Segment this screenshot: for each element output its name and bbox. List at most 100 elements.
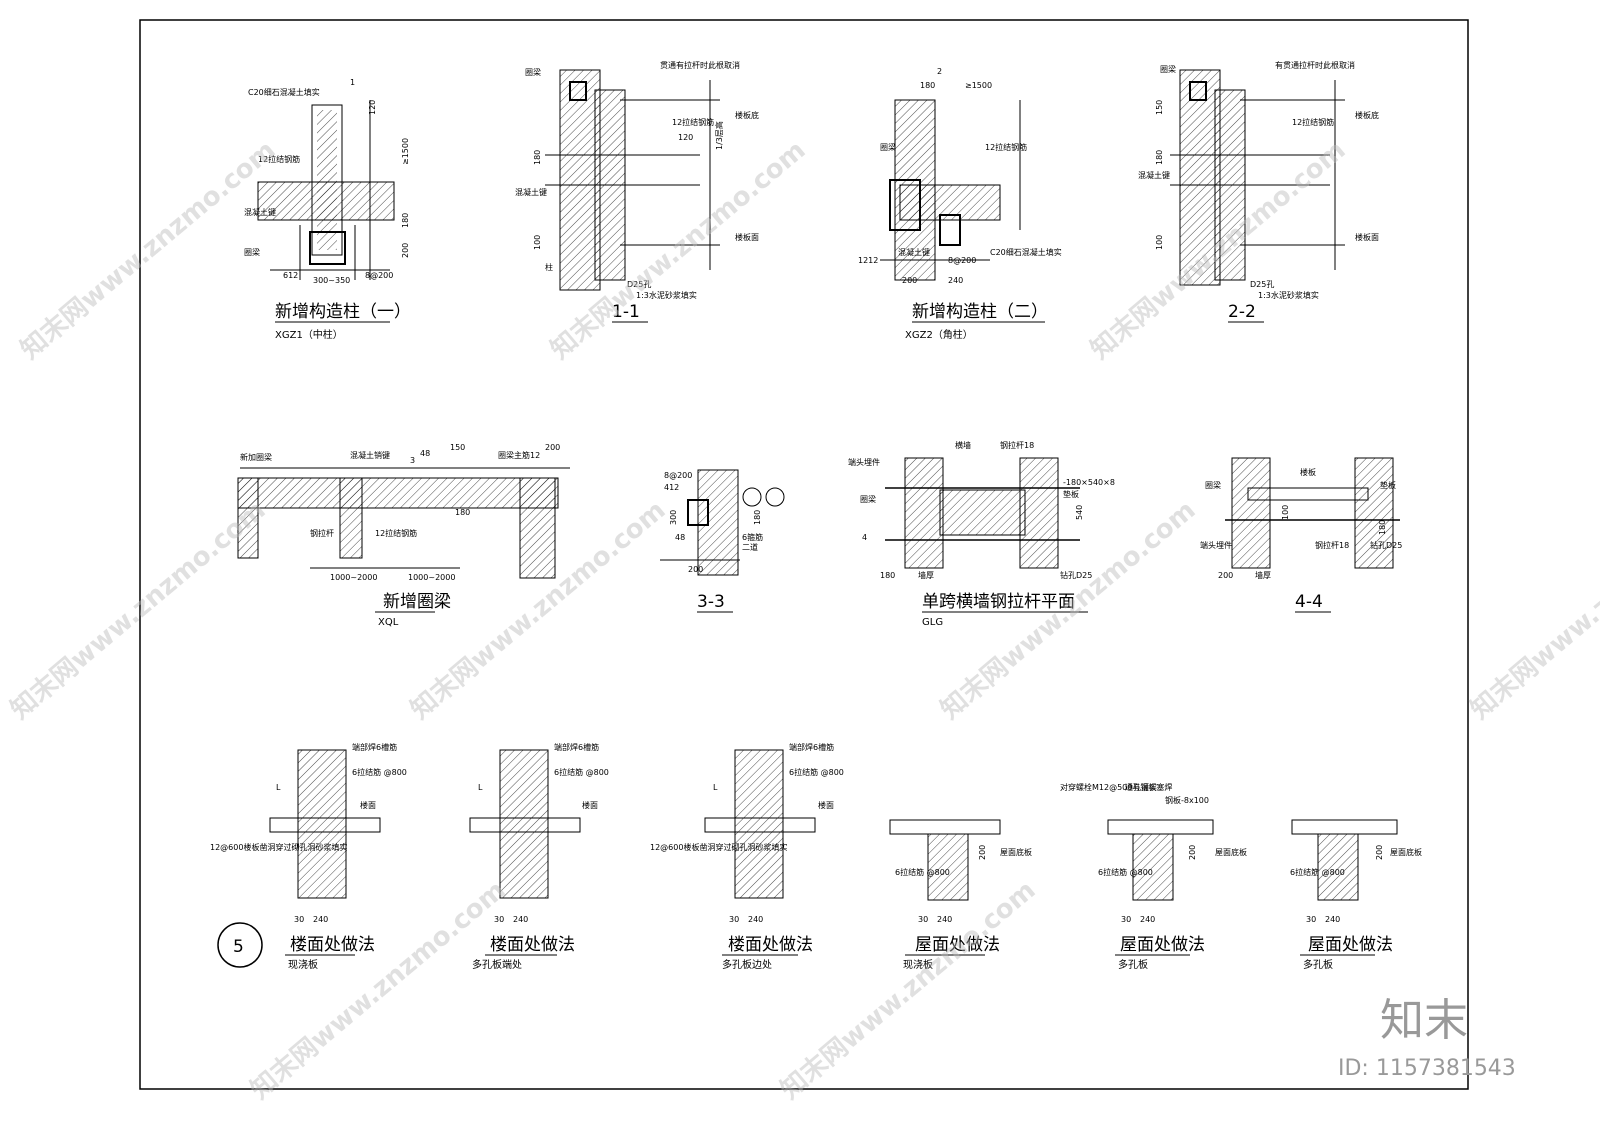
lbl-tie: 12拉结钢筋	[985, 142, 1027, 152]
lbl-ringbeam: 圈梁	[244, 248, 260, 257]
lbl-200: 200	[902, 276, 917, 285]
lbl-spacing-1: 1000~2000	[330, 573, 377, 582]
lbl-100: 100	[533, 235, 542, 250]
lbl-240: 240	[948, 276, 963, 285]
detail-2-2: 圈梁 有贯通拉杆时此根取消 12拉结钢筋 混凝土键 楼板底 楼板面 D25孔 1…	[1138, 60, 1379, 323]
lbl-end-bar: 端部焊6槽筋	[789, 742, 834, 752]
lbl-floor: 楼面	[360, 800, 376, 810]
lbl-slab-top: 楼板面	[735, 232, 759, 242]
detail-1-1: 圈梁 贯通有拉杆时此根取消 12拉结钢筋 混凝土键 柱 楼板底 楼板面 D25孔…	[515, 60, 759, 323]
title-roof-cast: 屋面处做法	[915, 935, 1000, 955]
circle-marker	[217, 922, 263, 968]
title-glg: 单跨横墙钢拉杆平面	[922, 592, 1075, 612]
title-roof-hollow-1: 屋面处做法	[1120, 935, 1205, 955]
lbl-tie: 6拉结筋 @800	[789, 767, 844, 777]
title-roof-hollow-2: 屋面处做法	[1308, 935, 1393, 955]
lbl-ringbeam: 圈梁	[525, 68, 541, 77]
lbl-200: 200	[688, 565, 703, 574]
lbl-540: 540	[1075, 505, 1084, 520]
lbl-tie: 12拉结钢筋	[258, 154, 300, 164]
lbl-180: 180	[1378, 520, 1387, 535]
watermark-id: ID: 1157381543	[1338, 1056, 1516, 1081]
lbl-3: 3	[410, 456, 415, 465]
drawing-frame	[139, 19, 1469, 1090]
lbl-ringbeam: 圈梁	[1205, 481, 1221, 490]
lbl-30: 30	[1306, 915, 1316, 924]
code-xgz1: XGZ1（中柱）	[275, 328, 343, 341]
lbl-grout: 通孔灌实	[1125, 782, 1157, 792]
code-xgz2: XGZ2（角柱）	[905, 328, 973, 341]
lbl-key: 混凝土键	[898, 247, 930, 257]
lbl-hole: 12@600楼板凿洞穿过砌孔洞砂浆填实	[650, 842, 787, 852]
lbl-rod-2: 12拉结钢筋	[375, 528, 417, 538]
detail-glg: 端头埋件 横墙 钢拉杆18 圈梁 -180×540×8 垫板 钻孔D25 墙厚 …	[848, 440, 1115, 628]
detail-xql: 新加圈梁 混凝土销键 圈梁主筋12 钢拉杆 12拉结钢筋 1000~2000 1…	[237, 443, 570, 628]
lbl-120: 120	[678, 133, 693, 142]
lbl-200: 200	[401, 243, 410, 258]
title-xql: 新增圈梁	[383, 592, 451, 612]
lbl-tie: 6拉结筋 @800	[1098, 867, 1153, 877]
lbl-2: 2	[937, 67, 942, 76]
lbl-thick: 墙厚	[918, 570, 934, 580]
lbl-240: 240	[1325, 915, 1340, 924]
title-floor-edge: 楼面处做法	[728, 935, 813, 955]
title-floor-end: 楼面处做法	[490, 935, 575, 955]
lbl-30: 30	[494, 915, 504, 924]
lbl-180: 180	[880, 571, 895, 580]
lbl-tie: 6拉结筋 @800	[1290, 867, 1345, 877]
watermark-text: 知末网www.znzmo.com	[775, 875, 1041, 1105]
title-3-3: 3-3	[697, 592, 725, 612]
lbl-slab-bottom: 楼板底	[735, 110, 759, 120]
lbl-100: 100	[1155, 235, 1164, 250]
lbl-note: 贯通有拉杆时此根取消	[660, 60, 740, 70]
lbl-mortar: 1:3水泥砂浆填实	[1258, 290, 1319, 300]
circle-number: 5	[233, 937, 244, 957]
lbl-third: 1/3层高	[714, 121, 724, 150]
lbl-200: 200	[1188, 845, 1197, 860]
code-floor-edge: 多孔板边处	[722, 958, 772, 971]
detail-roof-hollow-1: 对穿螺栓M12@500与钢板塞焊 通孔灌实 钢板-8x100 屋面底板 6拉结筋…	[1060, 782, 1247, 971]
lbl-120: 120	[368, 100, 377, 115]
lbl-slab-top: 楼板面	[1355, 232, 1379, 242]
lbl-key: 混凝土键	[515, 187, 547, 197]
detail-floor-end: 端部焊6槽筋 6拉结筋 @800 楼面 240 30 L 楼面处做法 多孔板端处	[469, 742, 609, 971]
lbl-200: 200	[1375, 845, 1384, 860]
lbl-240: 240	[513, 915, 528, 924]
watermark-layer: 知末网www.znzmo.com 知末网www.znzmo.com 知末网www…	[5, 135, 1600, 1105]
lbl-slab-bottom: 楼板底	[1355, 110, 1379, 120]
lbl-bolt: 对穿螺栓M12@500与钢板塞焊	[1060, 782, 1172, 792]
lbl-note: 有贯通拉杆时此根取消	[1275, 60, 1355, 70]
lbl-200: 200	[978, 845, 987, 860]
lbl-30: 30	[918, 915, 928, 924]
lbl-200: 200	[1218, 571, 1233, 580]
lbl-180: 180	[920, 81, 935, 90]
watermark-text: 知末网www.znzmo.com	[1465, 495, 1600, 725]
lbl-rod-1: 钢拉杆	[310, 528, 334, 538]
lbl-d25: D25孔	[1250, 280, 1274, 289]
detail-4-4: 圈梁 楼板 垫板 端头埋件 钢拉杆18 钻孔D25 墙厚 200 180 100…	[1200, 457, 1402, 613]
lbl-1500: ≥1500	[401, 138, 410, 165]
lbl-tie: 12拉结钢筋	[1292, 117, 1334, 127]
lbl-L: L	[713, 783, 718, 792]
lbl-30: 30	[1121, 915, 1131, 924]
code-xql: XQL	[378, 617, 399, 628]
lbl-mortar: 1:3水泥砂浆填实	[636, 290, 697, 300]
lbl-180: 180	[533, 150, 542, 165]
lbl-key: 混凝土键	[1138, 170, 1170, 180]
lbl-d25: D25孔	[627, 280, 651, 289]
lbl-drill: 钻孔D25	[1060, 570, 1092, 580]
lbl-8at200: 8@200	[664, 471, 692, 480]
lbl-1: 1	[350, 78, 355, 87]
detail-roof-hollow-2: 屋面底板 6拉结筋 @800 200 240 30 屋面处做法 多孔板	[1290, 819, 1422, 971]
lbl-240: 240	[1140, 915, 1155, 924]
title-xgz1: 新增构造柱（一）	[275, 302, 411, 322]
lbl-rod: 钢拉杆18	[1000, 440, 1034, 450]
detail-xgz1: C20细石混凝土填实 12拉结钢筋 混凝土键 圈梁 612 300~350 8@…	[244, 78, 411, 341]
code-floor-end: 多孔板端处	[472, 958, 522, 971]
lbl-main-bar: 圈梁主筋12	[498, 450, 540, 460]
lbl-412: 412	[664, 483, 679, 492]
lbl-slab: 楼板	[1300, 467, 1316, 477]
lbl-roof: 屋面底板	[1000, 847, 1032, 857]
code-floor-cast: 现浇板	[288, 958, 318, 971]
